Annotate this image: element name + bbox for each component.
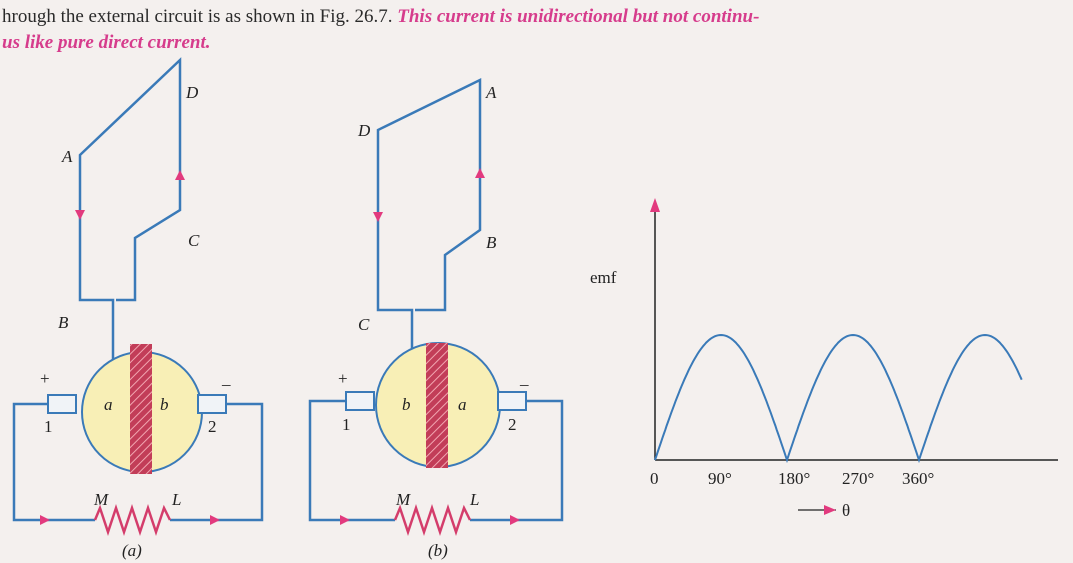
brush-1-label: 1 xyxy=(342,415,351,434)
terminal-a-label: A xyxy=(61,147,73,166)
x-tick-label: 90° xyxy=(708,469,732,488)
plus-label: + xyxy=(338,369,348,388)
arrow-right-icon xyxy=(510,515,520,525)
arrow-down-icon xyxy=(75,210,85,220)
headline-emphasis-2: us like pure direct current. xyxy=(2,32,211,53)
minus-label: _ xyxy=(519,369,529,388)
armature-half-right-label: a xyxy=(458,395,467,414)
brush-2-label: 2 xyxy=(508,415,517,434)
load-l-label: L xyxy=(171,490,181,509)
x-tick-labels: 0 90° 180° 270° 360° xyxy=(650,469,934,488)
circuit-a-arrows xyxy=(40,515,220,525)
emf-waveform: emf 0 90° 180° 270° 360° θ xyxy=(590,198,1058,520)
terminal-c-label: C xyxy=(188,231,200,250)
load-m-label: M xyxy=(395,490,411,509)
brush-2-label: 2 xyxy=(208,417,217,436)
emf-curve xyxy=(654,333,1023,464)
headline-emphasis-1: This current is unidirectional but not c… xyxy=(397,6,760,27)
theta-arrow-icon xyxy=(824,505,836,515)
x-tick-label: 360° xyxy=(902,469,934,488)
brush-b-left xyxy=(345,391,375,411)
plus-label: + xyxy=(40,369,50,388)
commutator-b xyxy=(426,343,448,468)
y-axis-label: emf xyxy=(590,268,617,287)
arrow-up-icon xyxy=(475,168,485,178)
headline-text: hrough the external circuit is as shown … xyxy=(2,4,1073,56)
armature-half-left-label: b xyxy=(402,395,411,414)
circuit-b-arrows xyxy=(340,515,520,525)
arrow-right-icon xyxy=(210,515,220,525)
headline-line-1: hrough the external circuit is as shown … xyxy=(2,4,1073,30)
arrow-right-icon xyxy=(40,515,50,525)
brush-a-right xyxy=(197,394,227,414)
brush-1-label: 1 xyxy=(44,417,53,436)
arrow-right-icon xyxy=(340,515,350,525)
terminal-d-label: D xyxy=(357,121,371,140)
brush-b-right xyxy=(497,391,527,411)
terminal-c-label: C xyxy=(358,315,370,334)
arrow-up-icon xyxy=(175,170,185,180)
terminal-d-label: D xyxy=(185,83,199,102)
terminal-b-label: B xyxy=(58,313,69,332)
coil-b xyxy=(376,77,482,415)
coil-b-arrows xyxy=(373,168,485,222)
coil-a-arrows xyxy=(75,170,185,220)
brush-a-left xyxy=(47,394,77,414)
terminal-a-label: A xyxy=(485,83,497,102)
coil-a xyxy=(78,57,182,415)
figure-b: D A B C b a 1 2 + _ M L (b) xyxy=(308,77,564,560)
terminal-b-label: B xyxy=(486,233,497,252)
x-tick-label: 270° xyxy=(842,469,874,488)
headline-plain: hrough the external circuit is as shown … xyxy=(2,6,393,27)
y-axis-arrow-icon xyxy=(650,198,660,212)
load-l-label: L xyxy=(469,490,479,509)
arrow-down-icon xyxy=(373,212,383,222)
load-m-label: M xyxy=(93,490,109,509)
armature-half-right-label: b xyxy=(160,395,169,414)
armature-half-left-label: a xyxy=(104,395,113,414)
x-axis-label: θ xyxy=(842,501,850,520)
figure-a-caption: (a) xyxy=(122,541,142,560)
commutator-a xyxy=(130,344,152,474)
figure-b-caption: (b) xyxy=(428,541,448,560)
minus-label: _ xyxy=(221,369,231,388)
x-tick-label: 0 xyxy=(650,469,659,488)
figure-a: A D C B a b 1 2 + _ M L (a) xyxy=(12,57,264,560)
x-tick-label: 180° xyxy=(778,469,810,488)
